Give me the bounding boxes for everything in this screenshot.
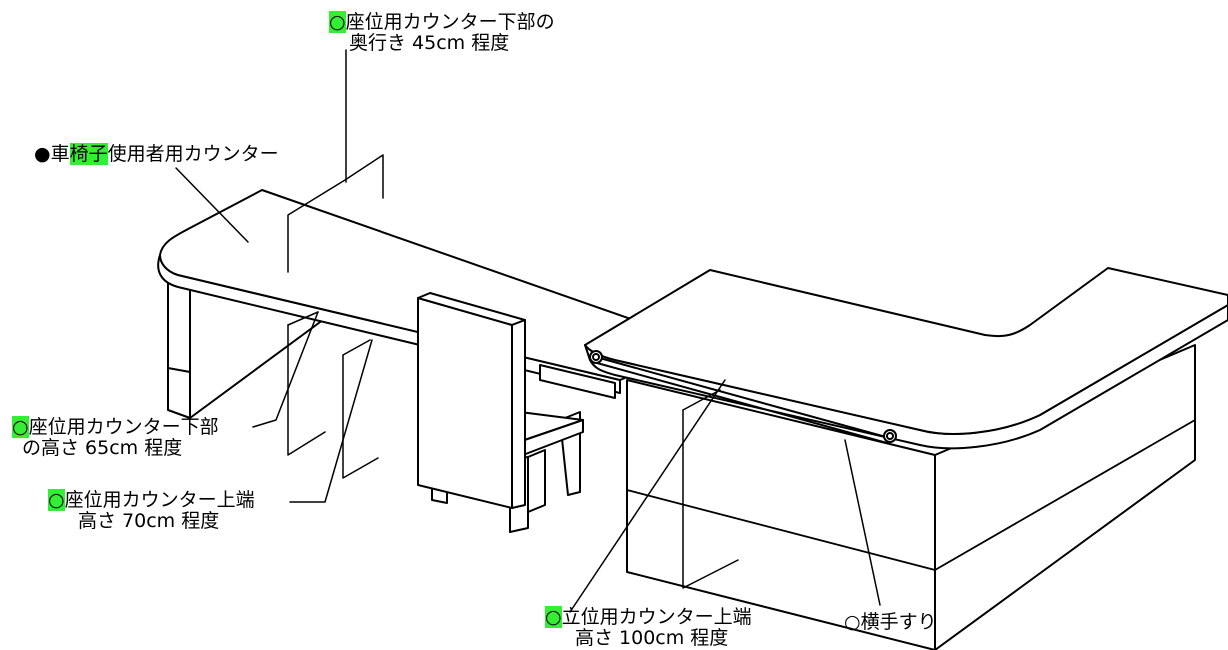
depth-label: ○座位用カウンター下部の 奥行き 45cm 程度 (329, 11, 555, 54)
chair-backrest (417, 297, 513, 509)
handrail (595, 356, 887, 438)
handrail-label: ○横手すり (844, 611, 937, 633)
standing-counter-top (584, 267, 1228, 435)
stand-top-label: ○立位用カウンター上端 高さ 100cm 程度 (545, 606, 752, 649)
dimension-lines (287, 154, 739, 589)
wheelchair-counter-label: ●車椅子使用者用カウンター (34, 143, 279, 165)
lower-height-label: ○座位用カウンター下部 の高さ 65cm 程度 (12, 416, 219, 459)
seat-top-label: ○座位用カウンター上端 高さ 70cm 程度 (48, 489, 255, 532)
leader-lines (175, 49, 881, 613)
standing-counter-front (626, 379, 936, 650)
marker: ○ (329, 11, 346, 33)
standing-counter (584, 267, 1228, 650)
chair (417, 292, 584, 533)
seated-counter-leg (167, 279, 191, 419)
